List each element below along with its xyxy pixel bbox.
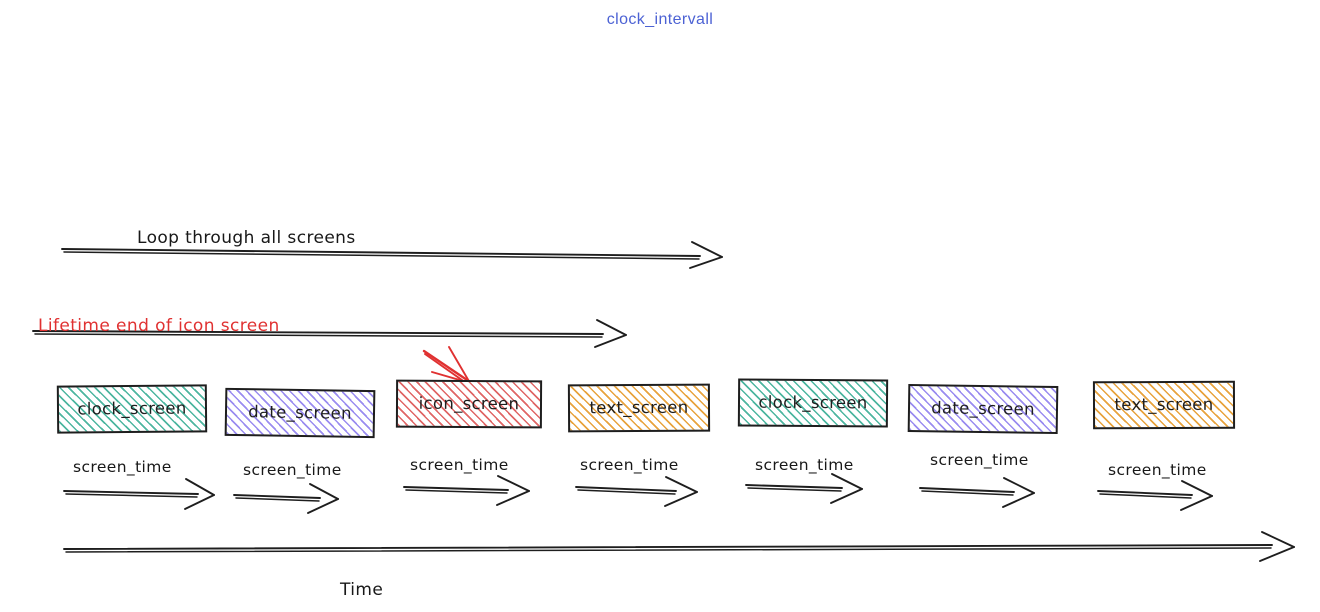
screen-time-label-6: screen_time: [930, 451, 1029, 469]
screen-time-label-3: screen_time: [410, 456, 509, 474]
time-axis-label: Time: [340, 580, 384, 600]
screen-time-arrow-2: [233, 483, 339, 514]
lifetime-arrow-label: Lifetime end of icon screen: [38, 316, 280, 336]
screen-box-clock-screen-1[interactable]: clock_screen: [56, 384, 208, 434]
screen-box-label: icon_screen: [418, 393, 520, 414]
screen-box-date-screen-2[interactable]: date_screen: [907, 383, 1059, 435]
screen-time-arrow-5: [745, 473, 863, 504]
screen-time-arrow-6: [919, 477, 1035, 508]
screen-box-text-screen-1[interactable]: text_screen: [567, 383, 711, 433]
screen-time-label-5: screen_time: [755, 456, 854, 474]
screen-time-arrow-7: [1097, 480, 1213, 511]
screen-time-label-7: screen_time: [1108, 461, 1207, 479]
screen-box-label: clock_screen: [77, 398, 187, 419]
screen-box-label: text_screen: [1114, 394, 1214, 415]
screen-box-label: date_screen: [931, 398, 1035, 419]
screen-time-label-4: screen_time: [580, 456, 679, 474]
screen-box-label: date_screen: [248, 402, 352, 423]
screen-box-clock-screen-2[interactable]: clock_screen: [737, 378, 889, 428]
screen-time-arrow-3: [403, 475, 530, 506]
time-axis-arrow: [63, 531, 1295, 562]
screen-box-icon-screen[interactable]: icon_screen: [395, 379, 543, 429]
loop-arrow-label: Loop through all screens: [137, 228, 356, 248]
page-title: clock_intervall: [606, 11, 714, 28]
screen-time-label-2: screen_time: [243, 461, 342, 479]
screen-box-text-screen-2[interactable]: text_screen: [1092, 380, 1236, 430]
screen-time-arrow-4: [575, 476, 698, 507]
screen-box-date-screen-1[interactable]: date_screen: [224, 387, 376, 439]
screen-time-label-1: screen_time: [73, 458, 172, 476]
screen-time-arrow-1: [63, 478, 215, 510]
screen-box-label: clock_screen: [758, 392, 868, 413]
screen-box-label: text_screen: [589, 397, 689, 418]
